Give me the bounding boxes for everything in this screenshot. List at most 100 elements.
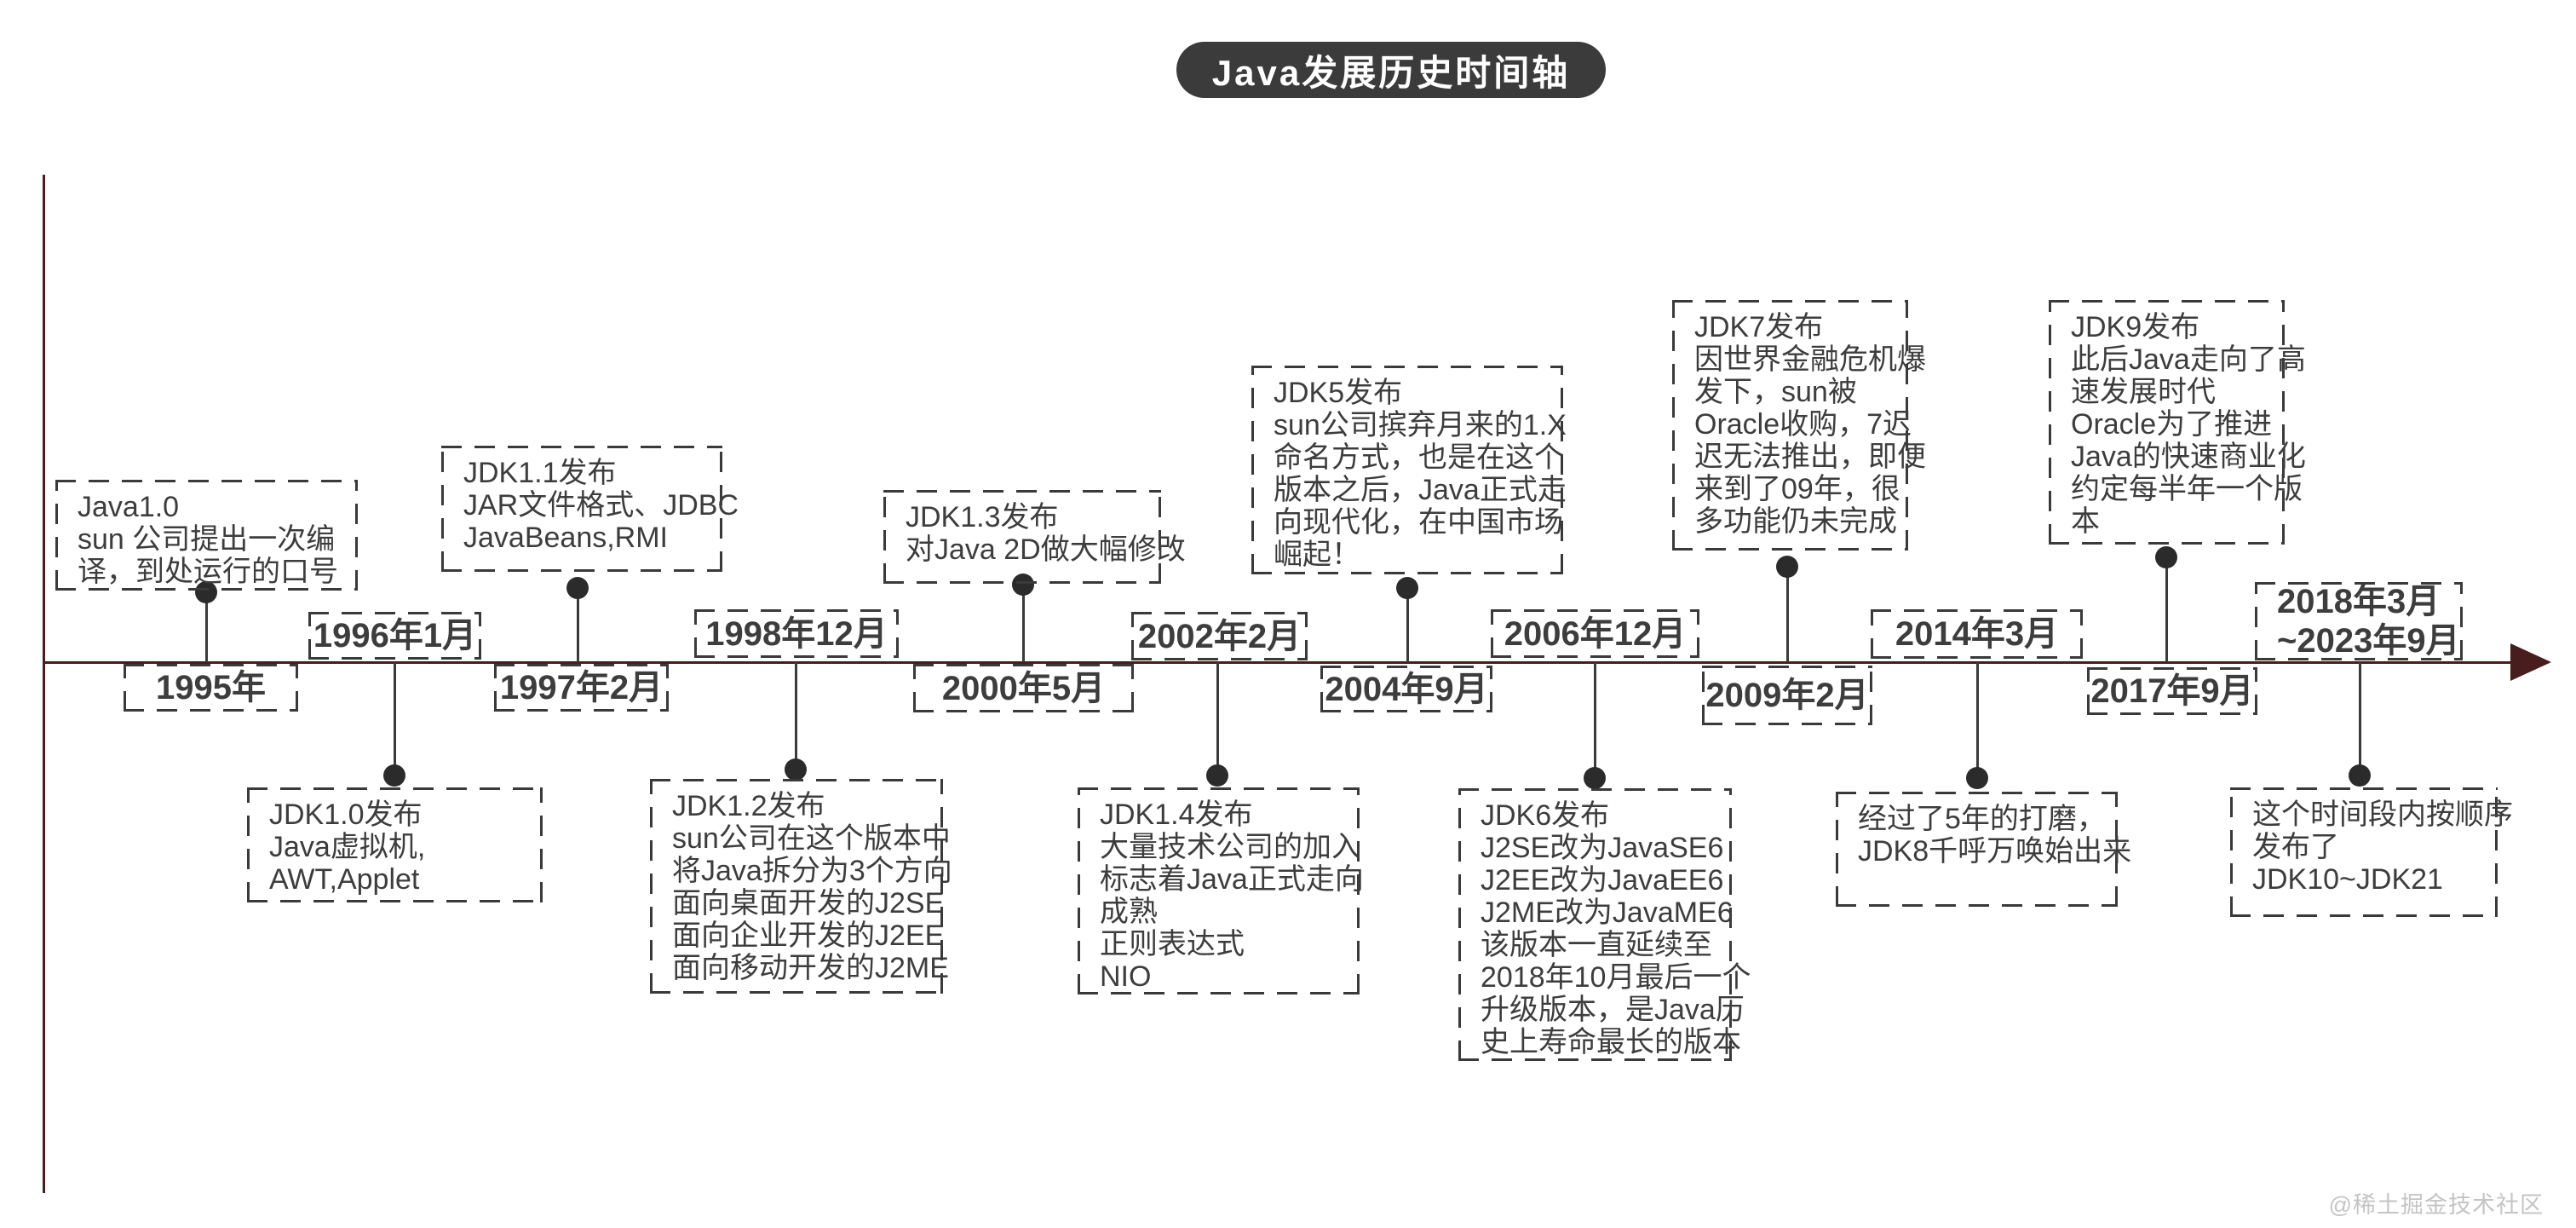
desc-line: Java的快速商业化 xyxy=(2071,441,2306,473)
event-dot xyxy=(566,577,589,599)
date-line: 2017年9月 xyxy=(2090,672,2254,710)
desc-line: 面向企业开发的J2EE xyxy=(672,920,945,952)
desc-line: sun 公司提出一次编 xyxy=(78,523,336,556)
event-connector-line xyxy=(394,662,396,775)
date-line: ~2023年9月 xyxy=(2277,622,2460,660)
event-dot xyxy=(2155,546,2177,568)
timeline-arrowhead-icon xyxy=(2510,643,2551,681)
event-connector-line xyxy=(205,592,208,662)
event-date-label: 2004年9月 xyxy=(1320,666,1492,712)
desc-line: 这个时间段内按顺序 xyxy=(2252,798,2513,831)
event-connector-line xyxy=(2359,662,2361,775)
event-dot xyxy=(2349,764,2371,787)
date-line: 2014年3月 xyxy=(1895,615,2059,653)
desc-line: 面向桌面开发的J2SE xyxy=(672,887,945,920)
event-description-box: JDK1.3发布对Java 2D做大幅修改 xyxy=(883,490,1186,584)
desc-line: Java1.0 xyxy=(78,491,180,523)
desc-line: 崛起！ xyxy=(1274,539,1360,571)
desc-line: 约定每半年一个版 xyxy=(2071,473,2303,505)
event-connector-line xyxy=(1022,585,1025,662)
date-line: 2002年2月 xyxy=(1137,617,1302,655)
event-connector-line xyxy=(2165,557,2168,662)
desc-line: JavaBeans,RMI xyxy=(463,522,668,554)
desc-line: JDK8千呼万唤始出来 xyxy=(1858,835,2132,868)
desc-line: JDK1.1发布 xyxy=(463,457,617,489)
event-date-label: 1998年12月 xyxy=(694,609,899,658)
desc-line: 标志着Java正式走向 xyxy=(1100,863,1364,896)
date-line: 2004年9月 xyxy=(1325,670,1488,708)
desc-line: 命名方式，也是在这个 xyxy=(1274,441,1563,474)
event-dot xyxy=(1584,767,1606,789)
event-date-label: 2014年3月 xyxy=(1871,609,2083,659)
desc-line: 发布了 xyxy=(2252,831,2339,863)
desc-line: 面向移动开发的J2ME xyxy=(672,952,949,984)
event-date-label: 2000年5月 xyxy=(913,664,1134,712)
date-line: 1996年1月 xyxy=(313,617,477,654)
desc-line: J2EE改为JavaEE6 xyxy=(1481,864,1724,896)
desc-line: 发下，sun被 xyxy=(1694,376,1857,408)
desc-line: AWT,Applet xyxy=(269,863,420,896)
desc-line: 速发展时代 xyxy=(2071,376,2216,408)
event-date-label: 2002年2月 xyxy=(1131,612,1308,660)
timeline-left-bar xyxy=(43,175,45,1193)
event-connector-line xyxy=(1594,662,1596,778)
date-line: 1997年2月 xyxy=(499,669,664,706)
event-date-label: 1995年 xyxy=(124,664,298,712)
desc-line: 升级版本，是Java历 xyxy=(1481,994,1745,1026)
desc-line: NIO xyxy=(1100,960,1152,993)
date-line: 2006年12月 xyxy=(1504,614,1687,653)
desc-line: 迟无法推出，即便 xyxy=(1694,441,1926,473)
desc-line: 向现代化，在中国市场 xyxy=(1274,506,1563,539)
event-date-label: 2018年3月~2023年9月 xyxy=(2255,582,2463,660)
event-connector-line xyxy=(1786,567,1789,662)
event-date-label: 2009年2月 xyxy=(1702,666,1872,725)
diagram-title: Java发展历史时间轴 xyxy=(1176,42,1606,98)
event-dot xyxy=(383,764,405,787)
desc-line: 译，到处运行的口号 xyxy=(78,556,338,588)
desc-line: JDK9发布 xyxy=(2071,311,2200,343)
desc-line: 因世界金融危机爆 xyxy=(1694,343,1926,376)
desc-line: sun公司在这个版本中 xyxy=(672,822,951,855)
desc-line: 多功能仍未完成 xyxy=(1694,505,1897,538)
desc-line: JDK7发布 xyxy=(1694,311,1824,343)
event-connector-line xyxy=(1976,662,1979,778)
desc-line: JDK5发布 xyxy=(1274,377,1403,409)
desc-line: J2ME改为JavaME6 xyxy=(1481,896,1734,929)
watermark-text: @稀土掘金技术社区 xyxy=(2328,1192,2544,1218)
event-date-label: 2006年12月 xyxy=(1491,609,1699,658)
event-date-label: 1997年2月 xyxy=(494,664,669,712)
event-connector-line xyxy=(795,662,797,770)
desc-line: Java虚拟机, xyxy=(269,831,426,863)
event-description-box: 经过了5年的打磨，JDK8千呼万唤始出来 xyxy=(1836,792,2132,907)
event-dot xyxy=(1776,556,1798,578)
desc-line: JDK1.4发布 xyxy=(1100,798,1253,831)
date-line: 2000年5月 xyxy=(941,669,1106,707)
desc-line: 大量技术公司的加入 xyxy=(1100,831,1360,863)
date-line: 2018年3月 xyxy=(2277,583,2441,620)
desc-line: JDK1.0发布 xyxy=(269,798,423,831)
event-connector-line xyxy=(1216,662,1219,775)
desc-line: 成熟 xyxy=(1100,896,1158,928)
date-line: 1998年12月 xyxy=(705,614,888,653)
desc-line: sun公司摈弃月来的1.X xyxy=(1274,409,1567,441)
desc-line: 对Java 2D做大幅修改 xyxy=(906,533,1186,566)
desc-line: JDK6发布 xyxy=(1481,799,1610,832)
event-date-label: 2017年9月 xyxy=(2087,667,2257,715)
event-connector-line xyxy=(577,588,579,662)
desc-line: 本 xyxy=(2071,505,2100,538)
timeline-axis xyxy=(43,661,2511,664)
desc-line: 2018年10月最后一个 xyxy=(1481,961,1751,994)
event-date-label: 1996年1月 xyxy=(308,612,481,660)
desc-line: 版本之后，Java正式走 xyxy=(1274,474,1567,506)
desc-line: J2SE改为JavaSE6 xyxy=(1481,832,1724,864)
event-dot xyxy=(1206,764,1228,787)
